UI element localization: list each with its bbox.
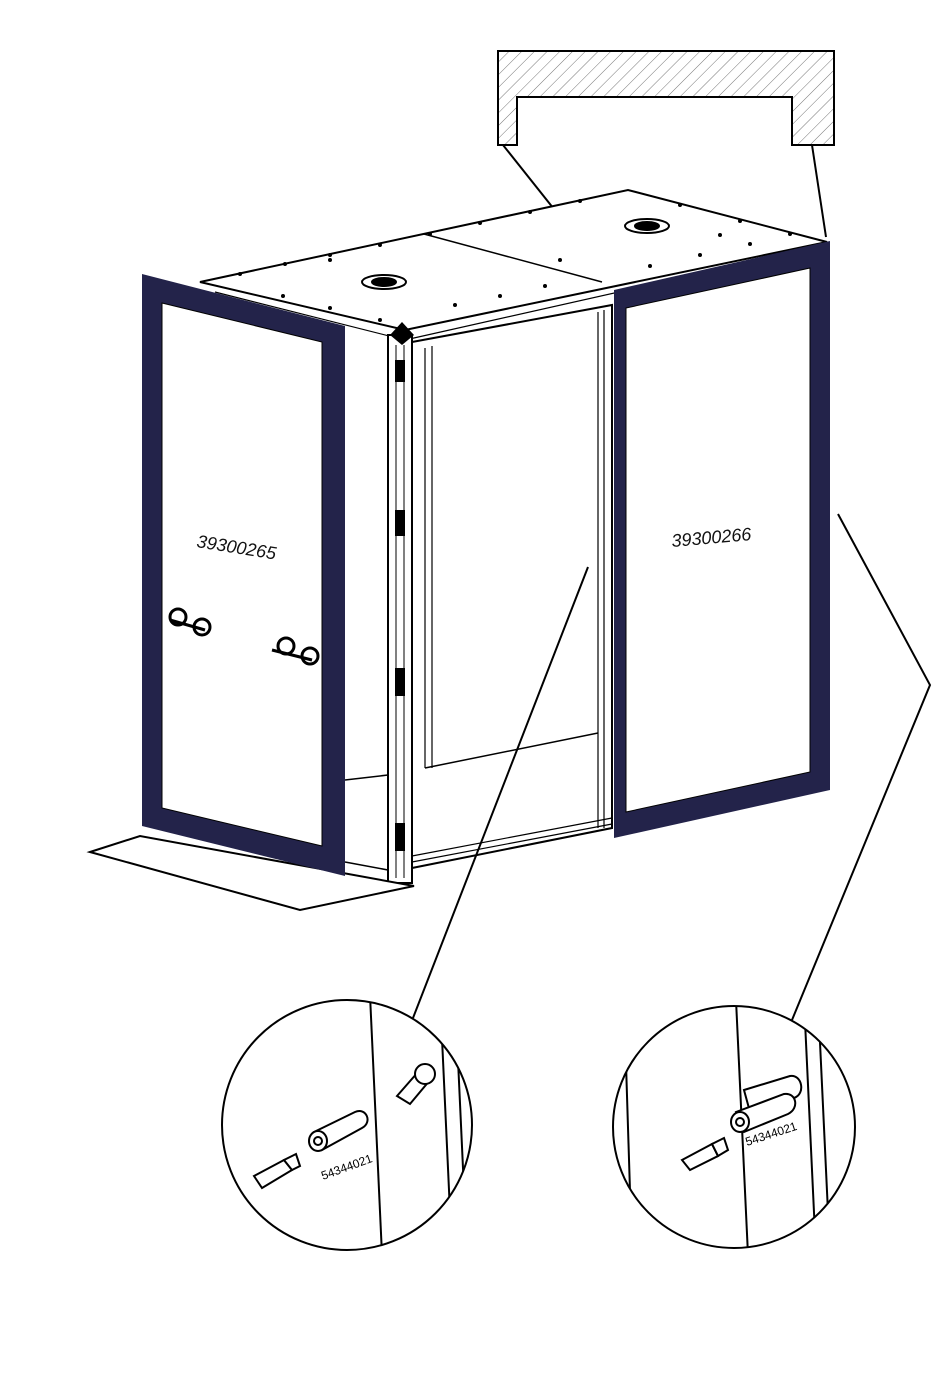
right-door: 39300266 bbox=[614, 241, 830, 838]
left-door: 39300265 bbox=[142, 274, 345, 876]
front-opening bbox=[412, 305, 612, 868]
fan-vent-icon bbox=[625, 219, 669, 233]
front-corner-post bbox=[388, 335, 412, 883]
fan-vent-icon bbox=[362, 275, 406, 289]
detail-view-left: 54344021 bbox=[222, 995, 472, 1255]
detail-view-right: 54344021 bbox=[613, 1000, 855, 1255]
